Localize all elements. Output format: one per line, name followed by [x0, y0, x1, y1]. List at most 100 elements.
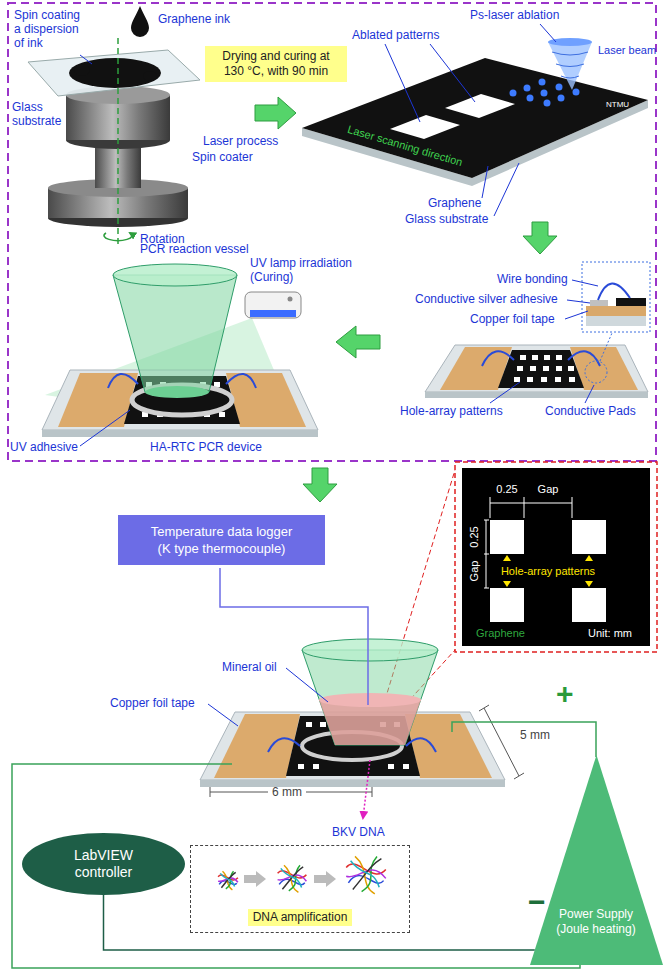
laser-chip	[544, 100, 551, 107]
node-text: Power Supply (Joule heating)	[548, 907, 644, 937]
dimension-label: Hole-array patterns	[501, 565, 595, 578]
wire-bonded-device	[568, 351, 600, 366]
pcr-device	[200, 639, 505, 787]
sample-arrow	[363, 760, 370, 818]
power-supply-triangle: Power Supply (Joule heating)	[530, 755, 663, 965]
laser-beam	[548, 42, 592, 90]
part-label: 5 mm	[520, 728, 550, 742]
process-arrow	[255, 97, 296, 129]
wire-bonded-device	[514, 377, 520, 382]
wire-bonded-device	[498, 350, 584, 388]
spin-coater	[48, 86, 188, 227]
leader-line	[80, 410, 130, 446]
part-label: +	[556, 676, 574, 712]
node-text: Drying and curing at 130 °C, with 90 min	[212, 49, 340, 79]
wire-bonded-device	[482, 351, 514, 366]
dimension-label: 0.25	[468, 526, 481, 547]
pattern-inset	[455, 462, 657, 652]
uv-curing-device	[113, 264, 237, 286]
graphene-ink	[69, 58, 161, 88]
wire-bonded-device	[544, 355, 550, 360]
layer-inset	[582, 262, 650, 332]
part-label: −	[528, 884, 546, 920]
instrument-box: Temperature data logger (K type thermoco…	[118, 515, 325, 565]
process-arrow	[336, 326, 380, 358]
wire-bonded-device	[585, 361, 607, 383]
dna-icon	[314, 871, 336, 887]
laser-chip	[573, 89, 580, 96]
graphene-ink	[69, 6, 161, 88]
part-label: Copper foil tape	[470, 312, 555, 326]
wire-bonded-device	[600, 333, 612, 361]
part-label: Unit: mm	[588, 627, 632, 640]
glass-substrate	[28, 50, 200, 96]
part-label: HA-RTC PCR device	[150, 440, 262, 454]
connector-line	[104, 895, 535, 950]
leader-line	[80, 55, 92, 64]
leader-line	[286, 668, 328, 702]
part-label: Conductive Pads	[545, 404, 636, 418]
wire-bonded-device	[520, 355, 526, 360]
glass-substrate	[28, 50, 200, 96]
pcr-device	[403, 764, 409, 769]
laser-beam	[548, 38, 592, 46]
part-label: Conductive silver adhesive	[415, 292, 558, 306]
sample-arrow	[363, 760, 370, 818]
wire-bonded-device	[541, 377, 547, 382]
part-label: Copper foil tape	[110, 696, 195, 710]
process-arrow	[303, 468, 337, 502]
uv-curing-device	[42, 264, 318, 437]
uv-curing-device	[250, 310, 296, 317]
layer-inset	[616, 298, 646, 306]
leader-line	[482, 166, 488, 198]
dimension-label: Gap	[538, 483, 559, 496]
power-wire	[12, 722, 596, 968]
uv-curing-device	[108, 374, 138, 388]
part-label: UV adhesive	[10, 440, 78, 454]
process-arrow	[255, 97, 296, 129]
uv-curing-device	[42, 430, 318, 437]
wire-bonded-device	[514, 355, 575, 382]
pattern-inset	[503, 581, 511, 587]
rotation-axis	[104, 38, 132, 246]
controller-ellipse: LabVIEW controller	[22, 833, 185, 895]
process-arrow	[523, 222, 557, 254]
graphene-ink	[143, 71, 157, 81]
dimension-label: 0.25	[496, 483, 517, 496]
layer-inset	[586, 316, 646, 326]
laser-beam	[552, 52, 588, 78]
part-label: 6 mm	[272, 785, 302, 799]
wire-bonded-device	[556, 366, 562, 371]
leader-line	[80, 55, 92, 64]
part-label: Ablated patterns	[352, 28, 439, 42]
leader-line	[565, 311, 588, 319]
uv-curing-device	[226, 374, 256, 388]
leader-line	[490, 382, 520, 403]
pattern-inset	[490, 520, 524, 554]
pcr-device	[268, 738, 300, 752]
dna-icon	[218, 871, 238, 890]
pcr-device	[319, 693, 421, 707]
node-text: DNA amplification	[248, 909, 353, 926]
leader-line	[208, 704, 238, 726]
rotation-axis	[117, 38, 119, 246]
wire-bonded-device	[517, 366, 523, 371]
leader-line	[385, 44, 420, 122]
part-label: Glass substrate	[405, 212, 488, 226]
wire-bonded-device	[543, 366, 549, 371]
part-label: Mineral oil	[222, 660, 277, 674]
pattern-inset	[455, 462, 657, 652]
part-label: PCR reaction vessel	[140, 242, 249, 256]
wire-bonded-device	[527, 377, 533, 382]
laser-chip	[558, 95, 565, 102]
dna-icon	[218, 856, 386, 893]
process-region	[8, 3, 656, 461]
wire-bonded-device	[425, 392, 648, 398]
dimension-line	[210, 705, 524, 797]
wire-bonded-device	[556, 355, 562, 360]
pattern-inset	[585, 581, 593, 587]
process-arrow	[303, 468, 337, 502]
node-text-holder: Power Supply (Joule heating)	[548, 907, 644, 937]
laser-chip	[527, 95, 534, 102]
pattern-inset	[503, 555, 511, 561]
